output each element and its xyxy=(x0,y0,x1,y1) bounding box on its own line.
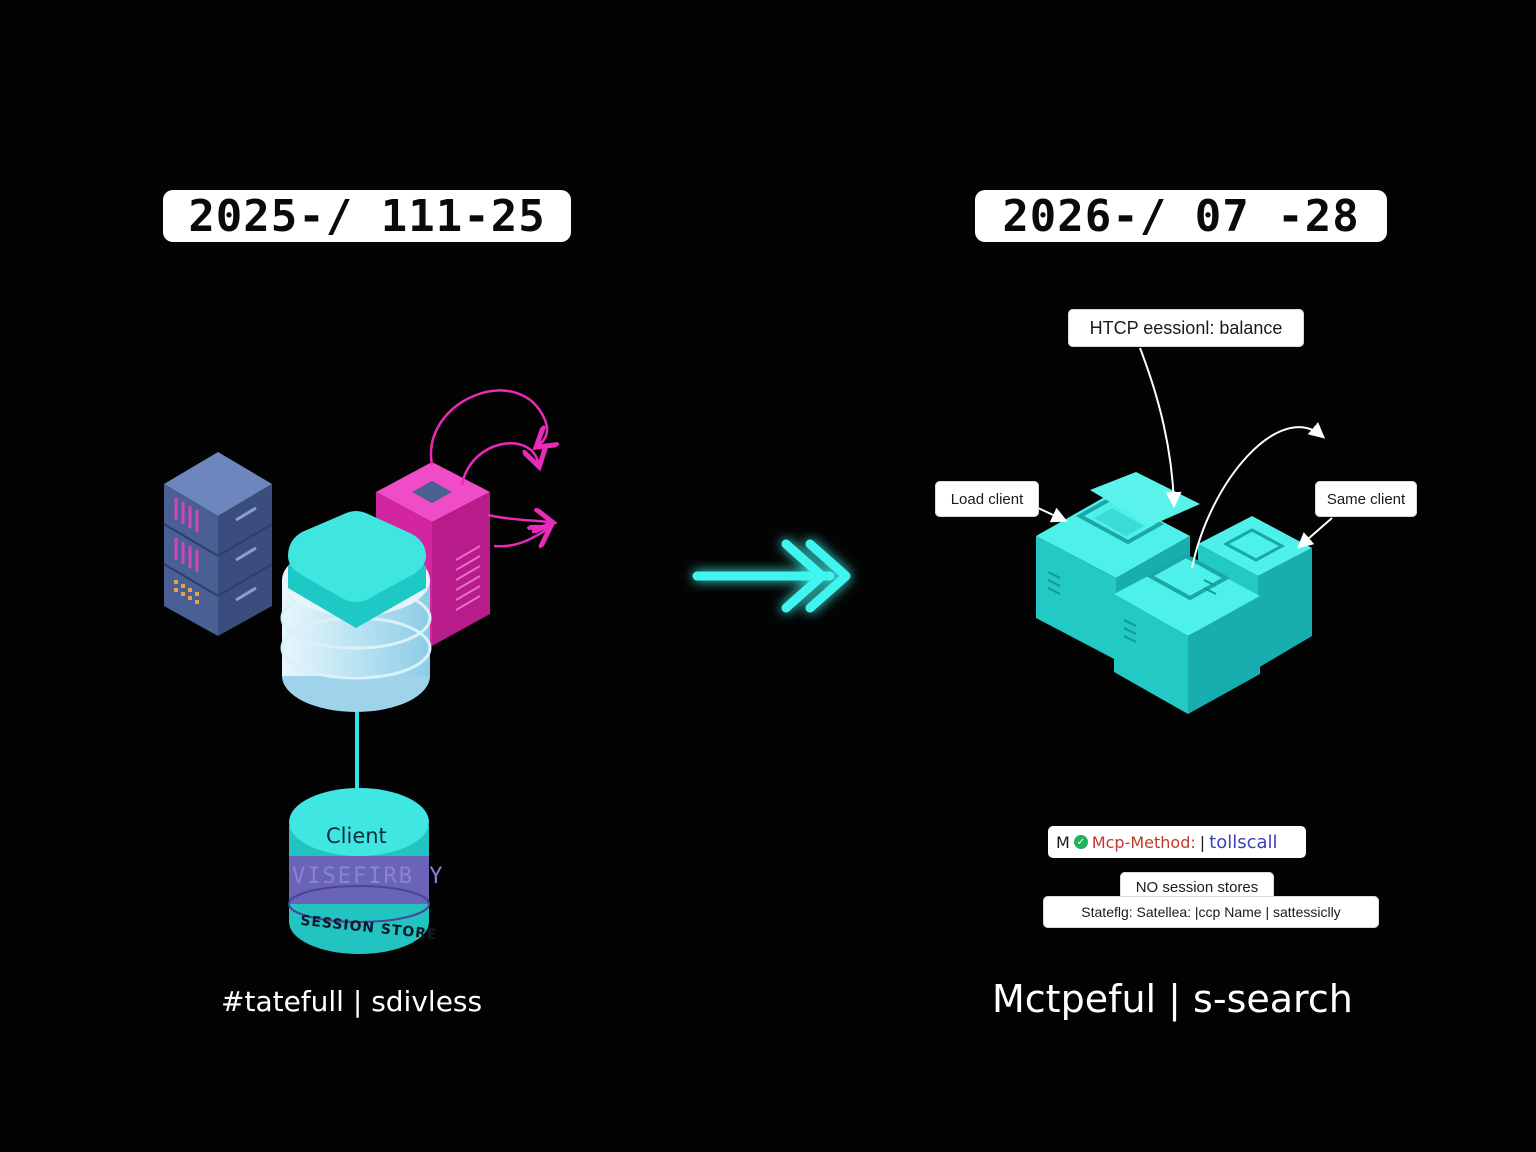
left-date-text: 2025-/ 111-25 xyxy=(188,190,546,242)
callout-leader-arrows xyxy=(1037,347,1333,569)
mcp-prefix: M xyxy=(1056,832,1070,852)
stateful-loop-arrows xyxy=(429,389,548,547)
left-caption: #tatefull | sdivless xyxy=(221,985,483,1018)
session-store-cylinder-icon xyxy=(288,788,430,954)
callout-right-label: Same client xyxy=(1315,481,1417,517)
cyan-server-cluster-icon xyxy=(1036,472,1312,714)
right-date-badge: 2026-/ 07 -28 xyxy=(975,190,1387,242)
mcp-method-header-pill: M ✓ Mcp-Method: | tollscall xyxy=(1048,826,1306,858)
check-circle-icon: ✓ xyxy=(1073,835,1088,849)
slate-server-rack-icon xyxy=(163,452,273,636)
left-date-badge: 2025-/ 111-25 xyxy=(163,190,571,242)
callout-top-label: HTCP eessionl: balance xyxy=(1068,309,1304,347)
stateful-flag-note: Stateflg: Satellea: |ccp Name | sattessi… xyxy=(1043,896,1379,928)
double-chevron-arrow-icon xyxy=(692,539,851,613)
callout-left-label: Load client xyxy=(935,481,1039,517)
right-caption: Mctpeful | s-search xyxy=(992,977,1353,1021)
mcp-separator: | xyxy=(1199,832,1206,852)
mcp-method-value: tollscall xyxy=(1209,831,1278,853)
right-date-text: 2026-/ 07 -28 xyxy=(1002,190,1360,242)
client-label: Client xyxy=(326,824,387,848)
mcp-method-key: Mcp-Method: xyxy=(1091,832,1196,852)
store-stripe-text: VISEFIRB Y xyxy=(292,864,445,889)
session-database-icon xyxy=(280,511,432,712)
